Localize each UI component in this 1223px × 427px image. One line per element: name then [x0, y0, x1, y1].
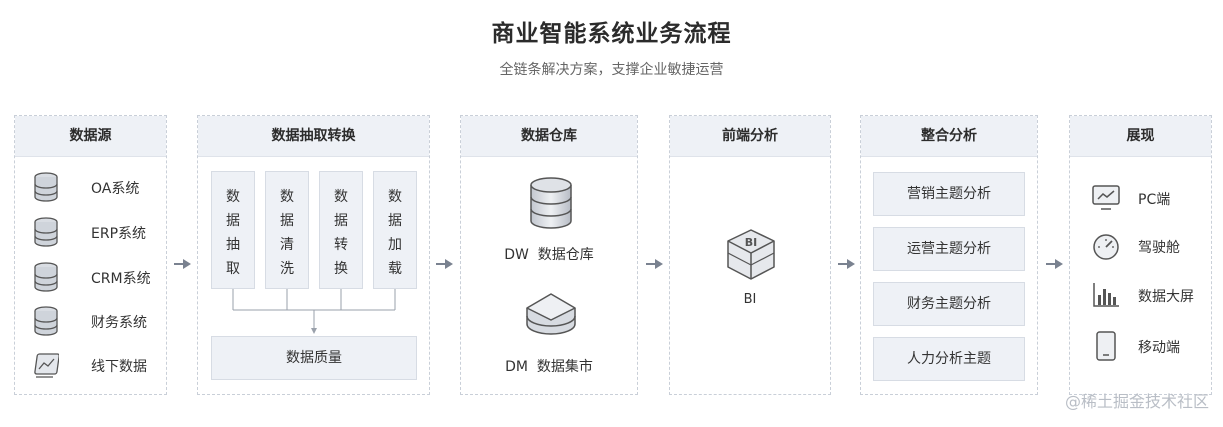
source-label: CRM系统	[91, 271, 151, 287]
step-char: 取	[226, 261, 240, 277]
database-icon	[34, 217, 58, 247]
display-label: 移动端	[1138, 340, 1180, 356]
display-label: 数据大屏	[1138, 289, 1194, 305]
source-label: OA系统	[91, 181, 140, 197]
step-char: 据	[334, 213, 348, 229]
data-warehouse-icon	[530, 177, 572, 229]
analysis-marketing: 营销主题分析	[873, 172, 1025, 216]
step-char: 洗	[280, 261, 294, 277]
database-icon	[34, 172, 58, 202]
bar-chart-icon	[1093, 283, 1119, 307]
panel-frontend-analysis: 前端分析 BI BI	[669, 115, 831, 395]
panel-display: 展现 PC端 驾驶舱 数据大屏 移	[1069, 115, 1212, 395]
panel-title: 展现	[1070, 116, 1211, 157]
bi-label: BI	[743, 292, 757, 307]
source-label: ERP系统	[91, 226, 147, 242]
step-char: 数	[280, 189, 294, 205]
dm-label: DM 数据集市	[505, 359, 593, 375]
source-label: 线下数据	[91, 359, 147, 375]
step-char: 数	[226, 189, 240, 205]
analysis-operations: 运营主题分析	[873, 227, 1025, 271]
etl-step-load: 数 据 加 载	[373, 171, 417, 289]
panel-etl: 数据抽取转换 数 据 抽 取 数 据 清 洗 数 据 转 换 数 据 加 载 数…	[197, 115, 430, 395]
page-subtitle: 全链条解决方案，支撑企业敏捷运营	[499, 62, 724, 78]
etl-step-extract: 数 据 抽 取	[211, 171, 255, 289]
page-title: 商业智能系统业务流程	[491, 21, 732, 47]
step-char: 换	[334, 261, 348, 277]
panel-title: 数据源	[15, 116, 166, 157]
panel-integrated-analysis: 整合分析 营销主题分析 运营主题分析 财务主题分析 人力分析主题	[860, 115, 1038, 395]
etl-step-transform: 数 据 转 换	[319, 171, 363, 289]
bi-cube-icon: BI	[727, 229, 775, 280]
step-char: 抽	[226, 237, 240, 253]
flow-arrow-icon	[174, 259, 191, 269]
panel-title: 前端分析	[670, 116, 830, 157]
bi-icon-text: BI	[745, 236, 757, 249]
source-label: 财务系统	[91, 315, 147, 331]
flow-arrow-icon	[1046, 259, 1063, 269]
dw-label: DW 数据仓库	[504, 247, 594, 263]
flow-arrow-icon	[436, 259, 453, 269]
panel-title: 整合分析	[861, 116, 1037, 157]
step-char: 清	[280, 237, 294, 253]
database-icon	[34, 262, 58, 292]
analysis-finance: 财务主题分析	[873, 282, 1025, 326]
step-char: 载	[388, 261, 402, 277]
analysis-hr: 人力分析主题	[873, 337, 1025, 381]
monitor-icon	[1092, 185, 1120, 210]
step-char: 据	[280, 213, 294, 229]
etl-step-clean: 数 据 清 洗	[265, 171, 309, 289]
data-mart-icon	[526, 293, 576, 335]
panel-title: 数据抽取转换	[198, 116, 429, 157]
connector-lines	[232, 289, 396, 334]
database-icon	[34, 306, 58, 336]
step-char: 据	[226, 213, 240, 229]
panel-data-sources: 数据源 OA系统 ERP系统 CRM系统 财务系统	[14, 115, 167, 395]
chart-screen-icon	[34, 353, 59, 378]
display-label: 驾驶舱	[1138, 240, 1180, 256]
data-quality-box: 数据质量	[211, 336, 417, 380]
mobile-icon	[1096, 331, 1116, 361]
step-char: 数	[388, 189, 402, 205]
flow-arrow-icon	[838, 259, 855, 269]
step-char: 据	[388, 213, 402, 229]
panel-warehouse: 数据仓库 DW 数据仓库 DM 数据集市	[460, 115, 638, 395]
flow-arrow-icon	[646, 259, 663, 269]
gauge-icon	[1093, 234, 1119, 260]
step-char: 数	[334, 189, 348, 205]
watermark: @稀土掘金技术社区	[1064, 392, 1209, 411]
step-char: 转	[334, 237, 348, 253]
step-char: 加	[388, 237, 402, 253]
display-label: PC端	[1138, 192, 1171, 208]
panel-title: 数据仓库	[461, 116, 637, 157]
